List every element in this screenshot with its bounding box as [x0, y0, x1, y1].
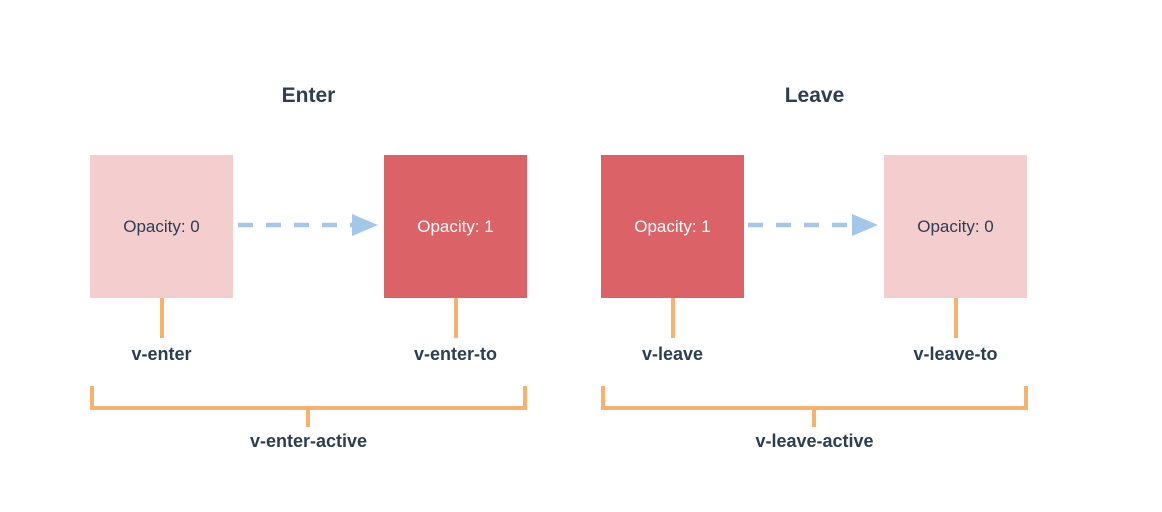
enter-end-connector-line [454, 298, 458, 338]
class-label-v-enter-to: v-enter-to [413, 344, 497, 364]
class-label-v-enter-active: v-enter-active [249, 431, 368, 451]
class-label-v-leave-active: v-leave-active [755, 431, 874, 451]
class-label-v-leave: v-leave [641, 344, 704, 364]
leave-start-state-box: Opacity: 1 [601, 155, 744, 298]
leave-section-title: Leave [784, 84, 845, 107]
leave-start-connector-line [671, 298, 675, 338]
class-label-v-enter: v-enter [131, 344, 192, 364]
enter-active-bracket-tick [306, 410, 310, 427]
enter-start-state-box: Opacity: 0 [90, 155, 233, 298]
leave-end-connector-line [954, 298, 958, 338]
leave-active-bracket-tick [812, 410, 816, 427]
enter-end-state-label: Opacity: 1 [417, 216, 494, 236]
enter-start-state-label: Opacity: 0 [123, 216, 200, 236]
leave-active-bracket [601, 386, 1028, 410]
leave-end-state-label: Opacity: 0 [917, 216, 994, 236]
enter-transition-arrow-icon [238, 214, 378, 236]
enter-section-title: Enter [281, 84, 336, 107]
class-label-v-leave-to: v-leave-to [913, 344, 998, 364]
leave-transition-arrow-icon [748, 214, 878, 236]
leave-start-state-label: Opacity: 1 [634, 216, 711, 236]
enter-start-connector-line [160, 298, 164, 338]
enter-active-bracket [90, 386, 527, 410]
enter-end-state-box: Opacity: 1 [384, 155, 527, 298]
leave-end-state-box: Opacity: 0 [884, 155, 1027, 298]
